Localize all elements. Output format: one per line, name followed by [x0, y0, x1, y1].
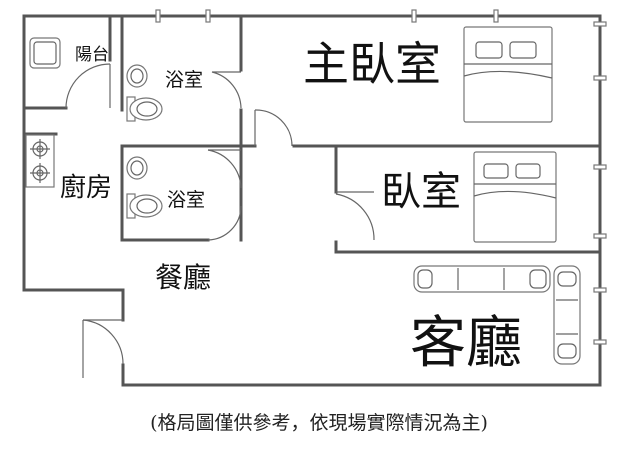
- bath-top-label: 浴室: [165, 69, 203, 91]
- kitchen-label: 廚房: [60, 173, 112, 203]
- living-room-label: 客廳: [410, 311, 522, 376]
- stove-icon: [25, 134, 55, 188]
- master-bedroom-label: 主臥室: [303, 37, 441, 91]
- washer-icon: [29, 37, 61, 69]
- doors: [65, 63, 375, 378]
- caption: (格局圖僅供參考，依現場實際情況為主): [150, 412, 488, 434]
- bath-bottom-label: 浴室: [167, 189, 205, 211]
- window-markers: [155, 9, 607, 345]
- bed-icon: [463, 26, 553, 123]
- outer-walls: [22, 14, 602, 387]
- interior-walls: [22, 14, 602, 254]
- sofa-icon: [413, 265, 581, 365]
- balcony-label: 陽台: [75, 45, 109, 65]
- sink-icon: [126, 156, 148, 180]
- dining-room-label: 餐廳: [155, 261, 211, 294]
- toilet-icon: [126, 193, 163, 219]
- bed-icon: [473, 151, 557, 243]
- sink-icon: [126, 64, 148, 88]
- toilet-icon: [126, 96, 163, 122]
- bedroom-label: 臥室: [381, 169, 461, 215]
